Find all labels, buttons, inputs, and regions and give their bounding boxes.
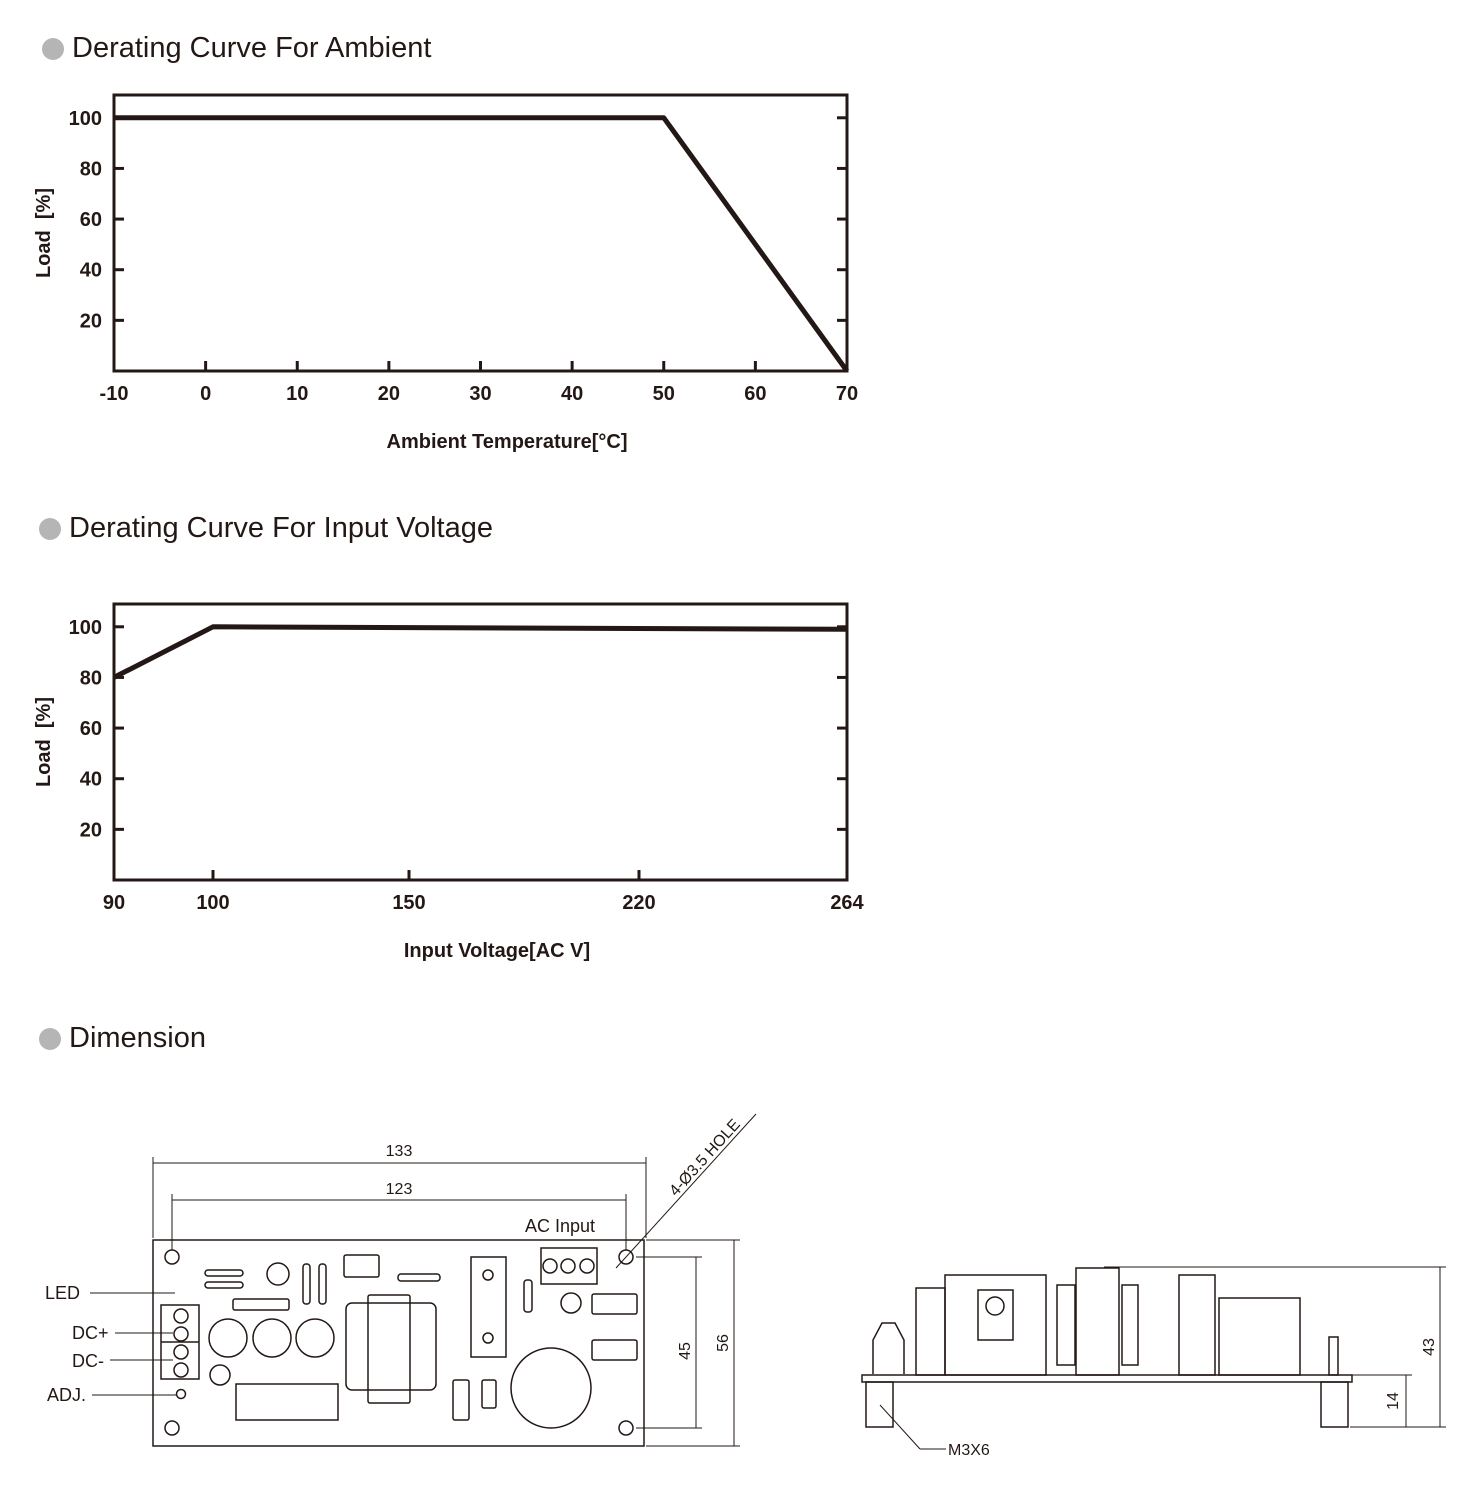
bullet-icon: [39, 1027, 61, 1050]
y-tick-label: 20: [80, 310, 102, 332]
y-tick-label: 60: [80, 209, 102, 231]
x-tick-label: 150: [392, 892, 425, 914]
hole-note-label: 4-Ø3.5 HOLE: [666, 1116, 743, 1199]
pcb-side-view: [861, 1374, 1353, 1383]
x-tick-label: 40: [561, 383, 583, 405]
dc-minus-label: DC-: [72, 1351, 104, 1371]
bulk-capacitor: [510, 1347, 592, 1429]
x-axis-label: Ambient Temperature[°C]: [387, 431, 628, 453]
mounting-hole: [164, 1420, 180, 1436]
y-tick-label: 80: [80, 158, 102, 180]
x-tick-label: 50: [653, 383, 675, 405]
x-tick-label: 0: [200, 383, 211, 405]
x-tick-label: 60: [744, 383, 766, 405]
dimension-section-title: Dimension: [39, 1022, 206, 1055]
y-tick-label: 100: [69, 108, 102, 130]
voltage-section-title: Derating Curve For Input Voltage: [39, 512, 493, 545]
series-line: [114, 115, 850, 373]
voltage-derating-chart: 90 100 150 220 264 20 40 60 80 100 Input Voltage…: [33, 602, 865, 962]
y-tick-label: 60: [80, 718, 102, 740]
y-tick-label: 40: [80, 769, 102, 791]
ac-input-terminal: [540, 1247, 598, 1285]
voltage-title-text: Derating Curve For Input Voltage: [69, 512, 493, 544]
bullet-icon: [39, 517, 61, 540]
x-tick-label: 264: [830, 892, 864, 914]
y-axis-label: Load [%]: [33, 697, 55, 787]
dim-43-label: 43: [1421, 1338, 1438, 1356]
y-tick-label: 40: [80, 260, 102, 282]
x-tick-label: 30: [469, 383, 491, 405]
y-tick-label: 100: [69, 617, 102, 639]
x-tick-label: 220: [622, 892, 655, 914]
x-tick-label: 20: [378, 383, 400, 405]
ambient-section-title: Derating Curve For Ambient: [42, 32, 431, 65]
x-tick-label: 70: [836, 383, 858, 405]
dim-14-label: 14: [1385, 1392, 1402, 1410]
x-tick-label: -10: [100, 383, 129, 405]
dimension-drawing: 133 123 4-Ø3.5 HOLE AC Input LED DC+ DC-…: [0, 1090, 1476, 1488]
y-axis-label: Load [%]: [33, 188, 55, 278]
transformer: [345, 1302, 437, 1391]
ambient-derating-chart: -10 0 10 20 30 40 50 60 70 20 40 60 80 100 Ambient T…: [33, 93, 858, 453]
adj-label: ADJ.: [47, 1385, 86, 1405]
bullet-icon: [42, 37, 64, 60]
y-tick-label: 80: [80, 667, 102, 689]
x-axis-label: Input Voltage[AC V]: [404, 940, 590, 962]
dim-56-label: 56: [715, 1334, 732, 1352]
series-line: [112, 624, 848, 680]
screw-label: M3X6: [948, 1442, 990, 1459]
dim-133-label: 133: [386, 1143, 413, 1160]
x-tick-label: 100: [196, 892, 229, 914]
dim-123-label: 123: [386, 1181, 413, 1198]
mounting-hole: [164, 1249, 180, 1265]
dimension-title-text: Dimension: [69, 1022, 206, 1054]
x-tick-label: 10: [286, 383, 308, 405]
pcb-top-view: [152, 1239, 645, 1447]
adj-potentiometer: [175, 1388, 187, 1400]
dc-plus-label: DC+: [72, 1323, 109, 1343]
y-tick-label: 20: [80, 819, 102, 841]
ambient-title-text: Derating Curve For Ambient: [72, 32, 432, 64]
x-tick-label: 90: [103, 892, 125, 914]
dimension-svg: 133 123 4-Ø3.5 HOLE AC Input LED DC+ DC-…: [45, 1113, 1446, 1459]
led-label: LED: [45, 1283, 80, 1303]
ac-input-label: AC Input: [525, 1216, 595, 1236]
mounting-hole: [618, 1420, 634, 1436]
dim-45-label: 45: [677, 1342, 694, 1360]
plot-frame: [112, 602, 849, 882]
